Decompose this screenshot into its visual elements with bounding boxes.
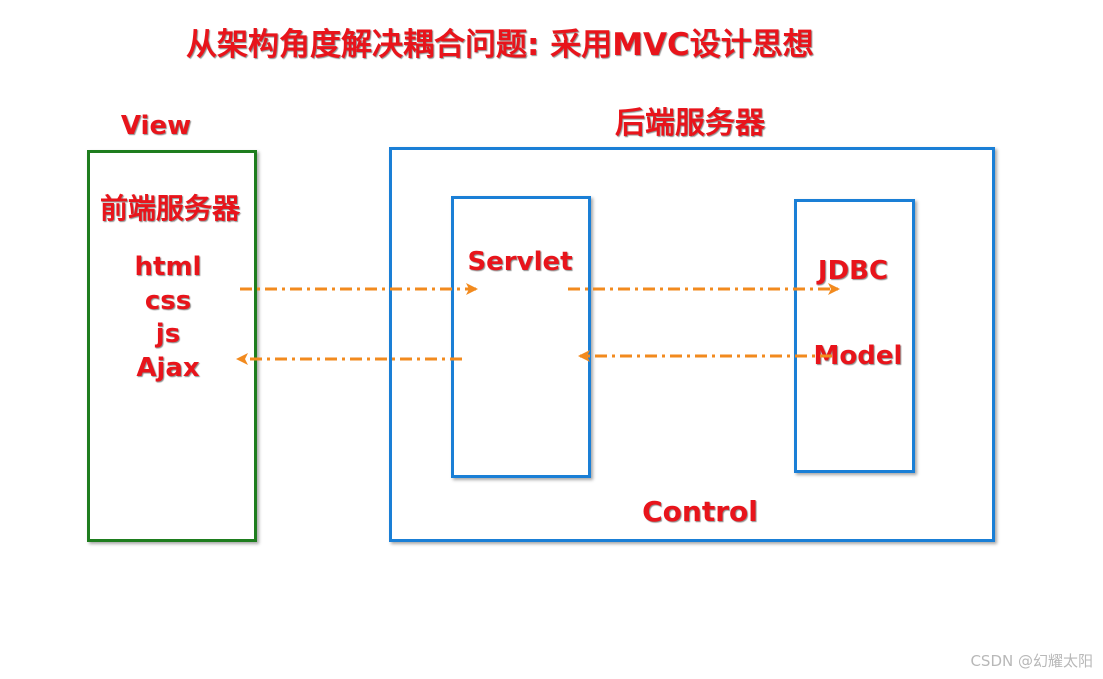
backend-box [389,147,995,542]
tech-js: js [155,319,181,349]
view-box [87,150,257,542]
control-label: Control [642,495,758,528]
watermark: CSDN @幻耀太阳 [970,652,1093,670]
tech-html: html [134,252,202,282]
jdbc-label: JDBC [817,256,889,286]
backend-server-label: 后端服务器 [615,106,765,141]
frontend-server-label: 前端服务器 [99,192,241,225]
tech-ajax: Ajax [136,353,200,383]
servlet-box [451,196,591,478]
tech-css: css [144,286,192,316]
servlet-label: Servlet [467,247,573,277]
model-box [794,199,915,473]
diagram-title: 从架构角度解决耦合问题: 采用MVC设计思想 [186,27,814,63]
view-label: View [120,111,192,141]
